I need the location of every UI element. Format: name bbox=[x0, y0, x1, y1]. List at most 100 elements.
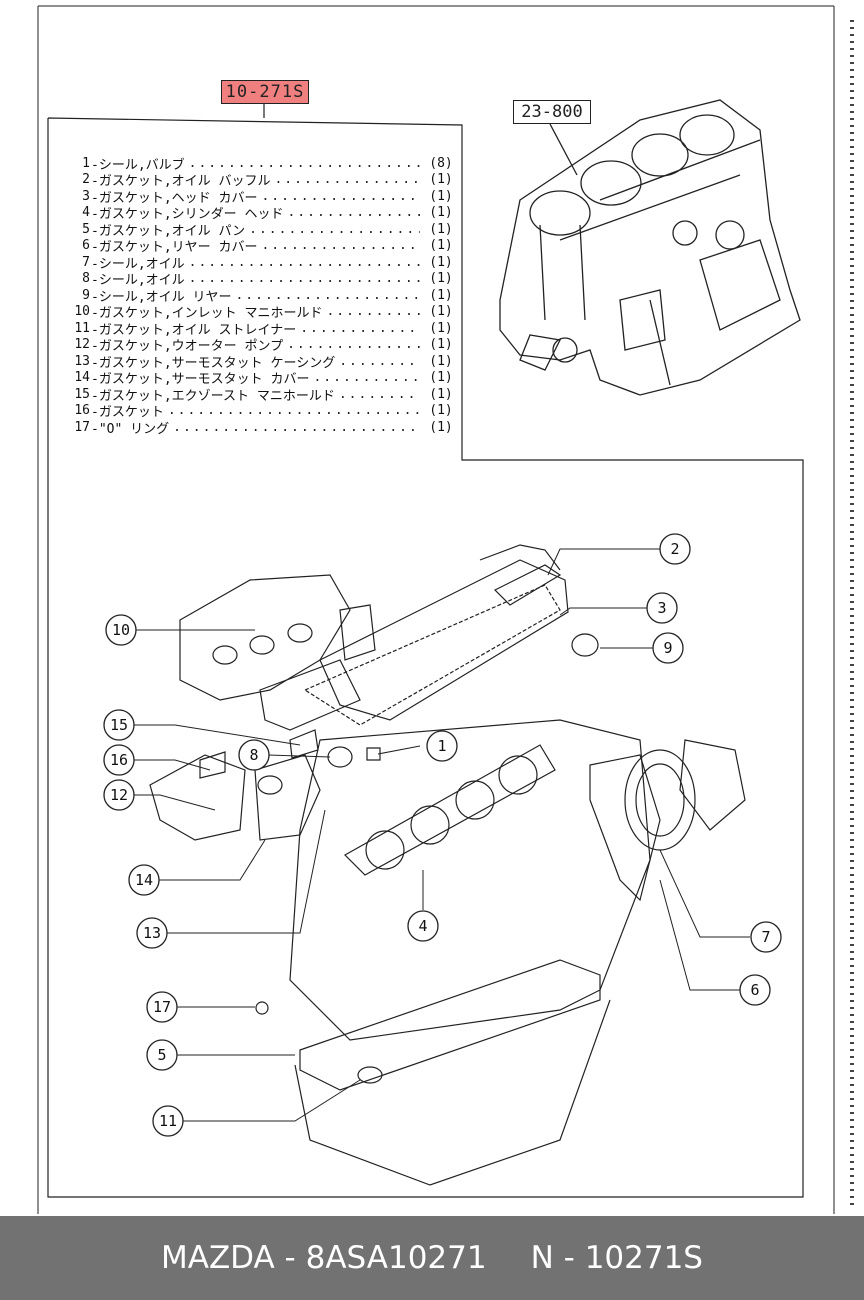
dot-leader bbox=[189, 255, 420, 270]
list-item: 5-ガスケット,オイル パン(1) bbox=[66, 221, 458, 239]
list-item: 7-シール,オイル (1) bbox=[66, 254, 458, 272]
callout-labels: 10 15 16 12 14 13 17 5 11 8 1 2 3 9 4 7 … bbox=[110, 540, 771, 1130]
callout-label: 11 bbox=[159, 1112, 177, 1130]
kit-outline-frame bbox=[47, 117, 804, 1198]
part-quantity: (8) bbox=[429, 155, 453, 171]
part-quantity: (1) bbox=[429, 205, 453, 221]
callout-label: 3 bbox=[657, 599, 666, 617]
callout-label: 4 bbox=[418, 917, 427, 935]
part-quantity: (1) bbox=[429, 287, 453, 303]
part-name: -シール,バルブ bbox=[91, 157, 185, 173]
dot-leader bbox=[300, 321, 420, 336]
part-quantity: (1) bbox=[429, 221, 453, 237]
callout-9 bbox=[652, 632, 684, 664]
part-name: -ガスケット,リヤー カバー bbox=[91, 240, 258, 256]
callout-label: 12 bbox=[110, 786, 128, 804]
list-item: 8-シール,オイル(1) bbox=[66, 271, 458, 288]
part-quantity: (1) bbox=[429, 172, 453, 188]
part-number: 9 bbox=[82, 287, 90, 303]
footer-part-number: MAZDA - 8ASA10271 bbox=[160, 1240, 487, 1276]
part-quantity: (1) bbox=[429, 386, 453, 402]
part-name: -シール,オイル bbox=[91, 256, 185, 272]
list-item: 14-ガスケット,サーモスタット カバー (1) bbox=[66, 370, 458, 387]
callout-2 bbox=[659, 533, 691, 565]
list-item: 11-ガスケット,オイル ストレイナー (1) bbox=[66, 320, 458, 338]
part-quantity: (1) bbox=[429, 254, 453, 270]
callout-1 bbox=[426, 730, 458, 762]
part-quantity: (1) bbox=[429, 353, 453, 369]
list-item: 3-ガスケット,ヘッド カバー(1) bbox=[66, 188, 458, 206]
list-item: 15-ガスケット,エクゾースト マニホールド(1) bbox=[66, 386, 458, 404]
dot-leader bbox=[339, 354, 420, 369]
callout-circles bbox=[103, 533, 782, 1137]
part-quantity: (1) bbox=[429, 238, 453, 254]
callout-13 bbox=[136, 917, 168, 949]
parts-list: 1-シール,バルブ(8) 2-ガスケット,オイル バッフル(1) 3-ガスケット… bbox=[66, 155, 458, 437]
callout-label: 14 bbox=[135, 871, 153, 889]
part-number: 14 bbox=[74, 370, 90, 386]
dot-leader bbox=[235, 288, 420, 303]
part-number: 16 bbox=[74, 403, 90, 419]
callout-17 bbox=[146, 991, 178, 1023]
part-name: -ガスケット,オイル パン bbox=[91, 223, 246, 239]
part-name: -ガスケット,シリンダー ヘッド bbox=[91, 207, 284, 223]
part-name: -ガスケット,ウオーター ポンプ bbox=[91, 339, 284, 355]
list-item: 10-ガスケット,インレット マニホールド(1) bbox=[66, 304, 458, 321]
reference-number-tag: 23-800 bbox=[513, 100, 591, 124]
callout-label: 1 bbox=[437, 737, 446, 755]
callout-14 bbox=[128, 864, 160, 896]
callout-5 bbox=[146, 1039, 178, 1071]
part-quantity: (1) bbox=[429, 370, 453, 386]
part-quantity: (1) bbox=[429, 271, 453, 287]
part-number: 4 bbox=[82, 205, 90, 221]
part-quantity: (1) bbox=[429, 188, 453, 204]
part-number: 10 bbox=[74, 304, 90, 320]
list-item: 17-"O" リング(1) bbox=[66, 419, 458, 437]
list-item: 4-ガスケット,シリンダー ヘッド (1) bbox=[66, 205, 458, 222]
callout-16 bbox=[103, 744, 135, 776]
dot-leader bbox=[261, 189, 420, 204]
callout-4 bbox=[407, 910, 439, 942]
callout-label: 13 bbox=[143, 924, 161, 942]
callout-label: 17 bbox=[153, 998, 171, 1016]
callout-label: 10 bbox=[112, 621, 130, 639]
dot-leader bbox=[313, 370, 420, 385]
dot-leader bbox=[339, 387, 420, 402]
part-number: 6 bbox=[82, 238, 90, 254]
part-quantity: (1) bbox=[429, 320, 453, 336]
callout-label: 7 bbox=[761, 928, 770, 946]
callout-label: 15 bbox=[110, 716, 128, 734]
part-number: 11 bbox=[74, 320, 90, 336]
part-name: -ガスケット,サーモスタット カバー bbox=[91, 372, 310, 388]
dot-leader bbox=[274, 172, 420, 187]
list-item: 9-シール,オイル リヤー(1) bbox=[66, 287, 458, 305]
part-number: 8 bbox=[82, 271, 90, 287]
callout-leaders bbox=[133, 548, 750, 1122]
callout-label: 2 bbox=[670, 540, 679, 558]
callout-11 bbox=[152, 1105, 184, 1137]
list-item: 13-ガスケット,サーモスタット ケーシング (1) bbox=[66, 353, 458, 371]
list-item: 1-シール,バルブ(8) bbox=[66, 155, 458, 173]
engine-block-illustration bbox=[499, 99, 801, 396]
callout-label: 9 bbox=[663, 639, 672, 657]
part-name: -ガスケット,オイル ストレイナー bbox=[91, 322, 297, 338]
callout-8 bbox=[238, 739, 270, 771]
gasket-set-illustration bbox=[149, 544, 746, 1186]
callout-label: 6 bbox=[750, 981, 759, 999]
dot-leader bbox=[189, 156, 420, 171]
list-item: 6-ガスケット,リヤー カバー (1) bbox=[66, 238, 458, 255]
part-name: -ガスケット,サーモスタット ケーシング bbox=[91, 355, 336, 371]
part-name: -ガスケット,エクゾースト マニホールド bbox=[91, 388, 335, 404]
part-name: -"O" リング bbox=[91, 421, 170, 437]
part-name: -ガスケット,インレット マニホールド bbox=[91, 306, 323, 322]
part-number: 13 bbox=[74, 353, 90, 369]
callout-label: 16 bbox=[110, 751, 128, 769]
part-number: 7 bbox=[82, 254, 90, 270]
part-number: 17 bbox=[74, 419, 90, 435]
callout-10 bbox=[105, 614, 137, 646]
callout-label: 8 bbox=[249, 746, 258, 764]
part-number: 2 bbox=[82, 172, 90, 188]
list-item: 2-ガスケット,オイル バッフル(1) bbox=[66, 172, 458, 189]
